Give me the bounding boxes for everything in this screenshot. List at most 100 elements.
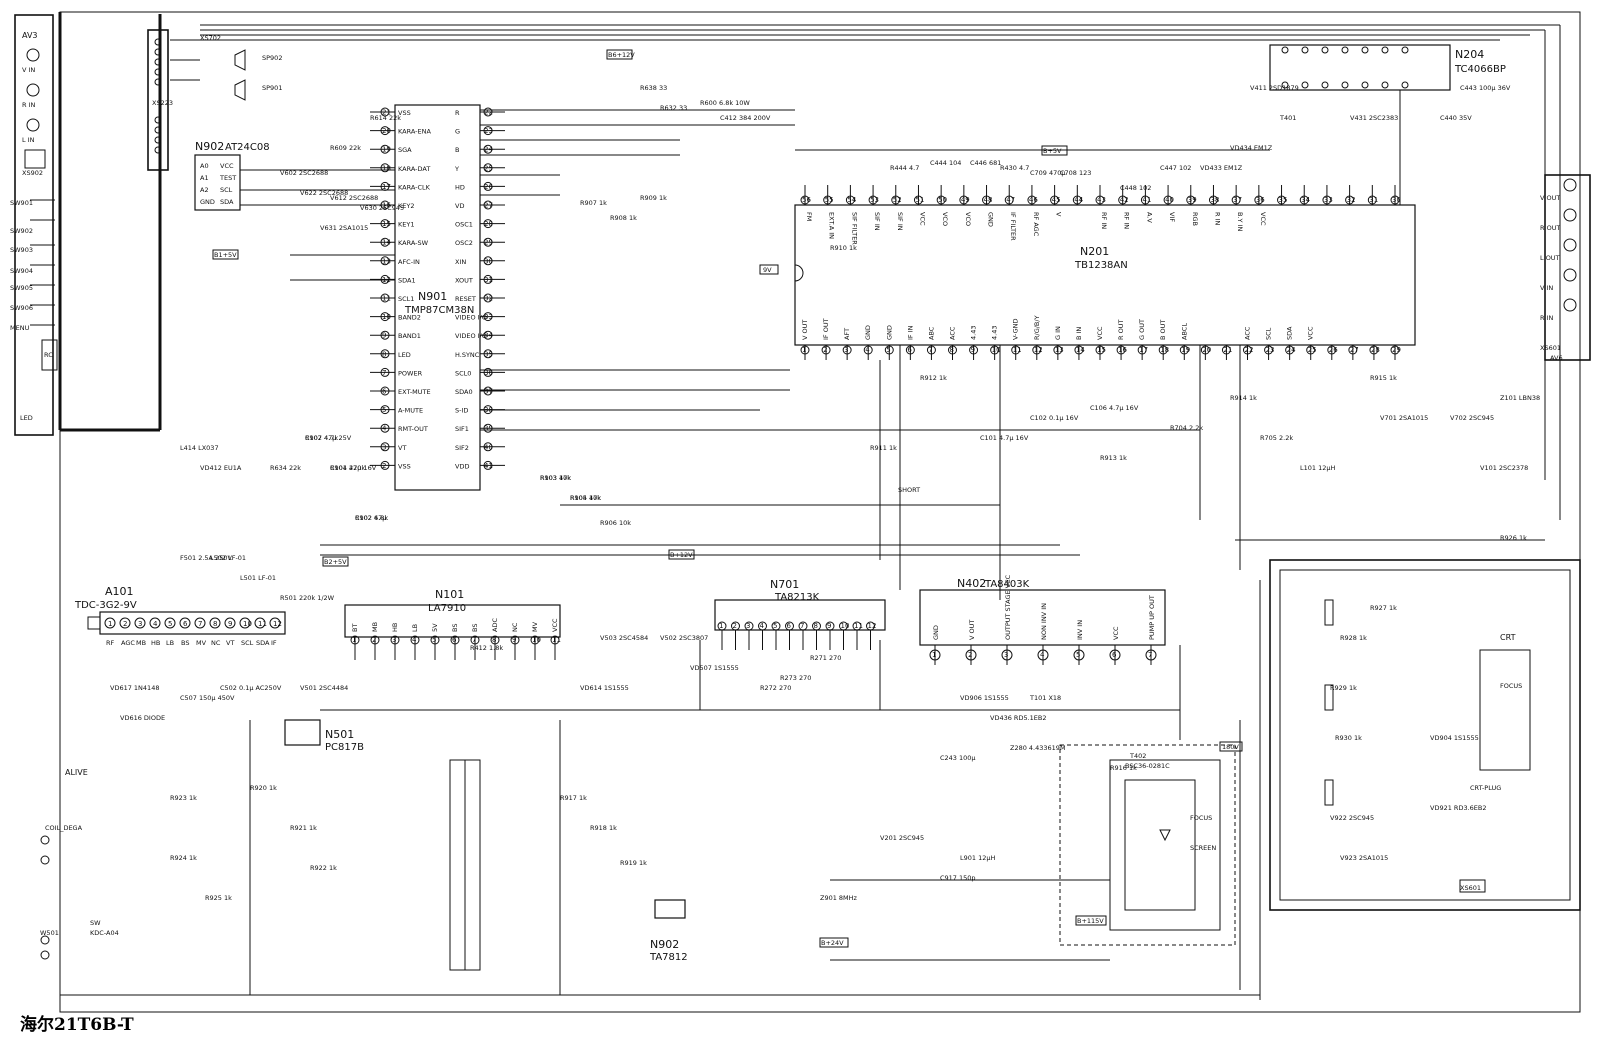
n201-pin-number: 4 bbox=[865, 346, 870, 354]
component-label: R705 2.2k bbox=[1260, 434, 1293, 442]
n201-pin-number: 55 bbox=[825, 196, 834, 204]
t402-flyback bbox=[1109, 759, 1221, 931]
n701-pin-number: 10 bbox=[841, 622, 850, 630]
svg-text:SW903: SW903 bbox=[10, 246, 33, 254]
n201-pin-number: 21 bbox=[1223, 346, 1232, 354]
n701-pin-number: 7 bbox=[800, 622, 804, 630]
n901-pin-label: KARA-DAT bbox=[398, 165, 430, 173]
svg-text:SW905: SW905 bbox=[10, 284, 33, 292]
component-label: R412 1.8k bbox=[470, 644, 503, 652]
component-label: V502 2SC3807 bbox=[660, 634, 708, 642]
component-label: R912 1k bbox=[920, 374, 947, 382]
n201-pin-label: V-GND bbox=[1012, 318, 1020, 340]
component-label: C107 47μ 25V bbox=[305, 434, 352, 442]
n901-pin-number: 28 bbox=[484, 220, 493, 228]
n901-pin-label: R bbox=[455, 109, 460, 117]
svg-text:N204: N204 bbox=[1455, 48, 1484, 61]
n201-pin-label: VIF bbox=[1168, 212, 1176, 222]
n201-pin-number: 49 bbox=[961, 196, 970, 204]
n201-pin-number: 33 bbox=[1324, 196, 1333, 204]
svg-text:TEST: TEST bbox=[219, 174, 236, 182]
component-label: R638 33 bbox=[640, 84, 667, 92]
n402-pin-number: 2 bbox=[968, 651, 972, 659]
a101-pin-label: SCL bbox=[241, 639, 254, 647]
svg-text:TDC-3G2-9V: TDC-3G2-9V bbox=[74, 600, 137, 611]
a101-pin-number: 3 bbox=[138, 620, 142, 628]
power-supply-section: N501 PC817B ALIVE COIL_DEGA W501 SW KDC-… bbox=[40, 719, 1236, 971]
svg-text:B6+12V: B6+12V bbox=[608, 51, 635, 59]
svg-text:XS223: XS223 bbox=[152, 99, 173, 107]
svg-text:TMP87CM38N: TMP87CM38N bbox=[404, 305, 474, 316]
component-label: V631 2SA1015 bbox=[320, 224, 368, 232]
n901-pin-number: 27 bbox=[484, 202, 493, 210]
component-label: R907 1k bbox=[580, 199, 607, 207]
n201-pin-label: VCC bbox=[1307, 326, 1315, 340]
n901-pin-number: 21 bbox=[382, 109, 391, 117]
n901-pin-number: 5 bbox=[382, 406, 386, 414]
svg-text:9V: 9V bbox=[763, 266, 772, 274]
xs223-connector: XS223 bbox=[147, 29, 173, 171]
n701-pin-number: 1 bbox=[719, 622, 723, 630]
crt-board: CRT FOCUS CRT-PLUG XS601 bbox=[1324, 599, 1531, 893]
n201-pin-number: 42 bbox=[1120, 196, 1129, 204]
svg-text:SW902: SW902 bbox=[10, 227, 33, 235]
speakers: XS702 SP902 SP901 bbox=[200, 34, 282, 101]
svg-text:V IN: V IN bbox=[22, 66, 35, 74]
n101-pin-number: 2 bbox=[372, 636, 376, 644]
svg-text:CRT: CRT bbox=[1500, 633, 1516, 642]
svg-text:XS902: XS902 bbox=[22, 169, 43, 177]
component-label: V411 2SD1879 bbox=[1250, 84, 1299, 92]
svg-text:L IN: L IN bbox=[22, 136, 35, 144]
component-label: R501 220k 1/2W bbox=[280, 594, 335, 602]
n201-pin-number: 7 bbox=[928, 346, 932, 354]
n201-pin-number: 25 bbox=[1308, 346, 1317, 354]
n201-pin-label: ACC bbox=[949, 326, 957, 340]
component-label: R102 6.8k bbox=[355, 514, 388, 522]
component-label: L414 LX037 bbox=[180, 444, 219, 452]
component-label: R930 1k bbox=[1335, 734, 1362, 742]
component-label: R922 1k bbox=[310, 864, 337, 872]
component-label: R919 1k bbox=[620, 859, 647, 867]
component-label: V201 2SC945 bbox=[880, 834, 924, 842]
n201-pin-number: 19 bbox=[1181, 346, 1190, 354]
component-label: VD921 RD3.6EB2 bbox=[1430, 804, 1487, 812]
component-label: VD433 EM1Z bbox=[1200, 164, 1243, 172]
n101-pin-number: 9 bbox=[512, 636, 516, 644]
n901-pin-label: POWER bbox=[398, 369, 423, 377]
n901-pin-label: SCL1 bbox=[398, 295, 414, 303]
svg-text:VCC: VCC bbox=[220, 162, 234, 170]
n901-pin-number: 9 bbox=[382, 332, 386, 340]
component-label: C447 102 bbox=[1160, 164, 1191, 172]
svg-text:SW: SW bbox=[90, 919, 101, 927]
component-label: C917 150p bbox=[940, 874, 976, 882]
n901-pin-label: VSS bbox=[398, 462, 411, 470]
n201-pin-number: 41 bbox=[1142, 196, 1151, 204]
a101-pin-number: 1 bbox=[108, 620, 112, 628]
av3-connector-block: AV3 V IN R IN L IN XS902 SW901 SW902 SW9… bbox=[10, 14, 58, 436]
svg-text:N101: N101 bbox=[435, 588, 464, 601]
svg-text:N201: N201 bbox=[1080, 245, 1109, 258]
n901-pin-label: H.SYNC bbox=[455, 351, 480, 359]
n201-pin-label: VCO bbox=[941, 212, 949, 226]
n402-pin-number: 5 bbox=[1076, 651, 1080, 659]
n901-pin-number: 4 bbox=[382, 425, 387, 433]
n901-pin-number: 36 bbox=[484, 369, 493, 377]
n701-pin-number: 11 bbox=[854, 622, 863, 630]
component-label: VD412 EU1A bbox=[200, 464, 242, 472]
n201-pin-label: VCO bbox=[964, 212, 972, 226]
n201-pin-number: 28 bbox=[1371, 346, 1380, 354]
n201-pin-number: 47 bbox=[1006, 196, 1015, 204]
n201-pin-label: V OUT bbox=[801, 320, 809, 340]
a101-pin-label: AGC bbox=[121, 639, 135, 647]
svg-text:SHORT: SHORT bbox=[898, 486, 920, 494]
component-label: VD434 EM1Z bbox=[1230, 144, 1273, 152]
n204-switch-ic: N204 TC4066BP bbox=[1269, 44, 1506, 91]
component-label: VD614 1S1555 bbox=[580, 684, 629, 692]
n901-pin-label: VIDEO I/O bbox=[455, 332, 487, 340]
a101-pin-number: 7 bbox=[198, 620, 202, 628]
n201-pin-number: 20 bbox=[1202, 346, 1211, 354]
